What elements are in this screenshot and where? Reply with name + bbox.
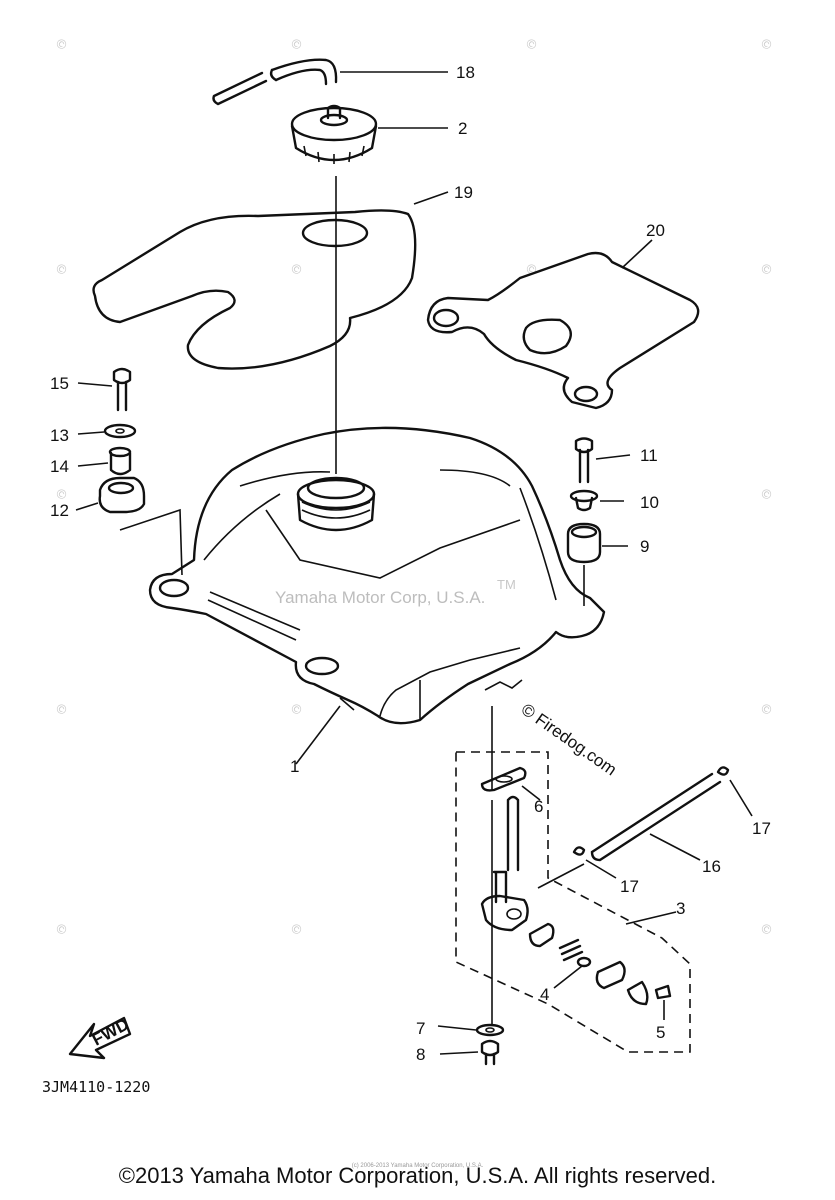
watermark-site: © Firedog.com [518,700,620,780]
callout-19: 19 [454,183,473,202]
callout-10: 10 [640,493,659,512]
fuel-cock-assembly-box [455,751,691,1053]
callout-13: 13 [50,426,69,445]
diagram-code: 3JM4110-1220 [42,1078,150,1096]
svg-text:©: © [288,700,305,718]
part-7-washer [437,1023,505,1037]
part-6-cock-gasket [480,766,541,801]
callout-12: 12 [50,501,69,520]
svg-text:©: © [523,35,540,53]
part-14-collar [77,446,132,476]
fwd-direction-arrow: FWD [68,1015,132,1060]
svg-text:©: © [53,35,70,53]
svg-text:©: © [288,35,305,53]
svg-text:©: © [288,920,305,938]
part-15-bolt [77,367,132,412]
callout-5: 5 [656,1023,665,1042]
callout-3: 3 [676,899,685,918]
svg-text:©: © [288,260,305,278]
svg-text:©: © [758,35,775,53]
part-11-bolt [574,437,631,484]
copyright-footer: ©2013 Yamaha Motor Corporation, U.S.A. A… [118,1163,717,1188]
leader-3 [625,911,677,925]
callout-17-lower: 17 [620,877,639,896]
part-10-collar [569,489,624,512]
svg-text:©: © [53,920,70,938]
svg-text:©: © [53,260,70,278]
svg-text:©: © [758,700,775,718]
part-18-breather-hose [212,58,448,106]
callout-6: 6 [534,797,543,816]
callout-8: 8 [416,1045,425,1064]
part-2-fuel-cap [290,104,448,164]
leader-4 [553,965,583,989]
callout-14: 14 [50,457,69,476]
part-13-washer [77,423,137,439]
callout-17-upper: 17 [752,819,771,838]
svg-text:©: © [53,700,70,718]
part-20-tank-plate [426,239,700,410]
part-17-hose-clip-upper [716,766,753,817]
tiny-copyright-note: (c) 2006-2013 Yamaha Motor Corporation, … [351,1163,484,1169]
callout-4: 4 [540,985,549,1004]
svg-text:©: © [758,920,775,938]
part-3-fuel-cock [480,795,672,1006]
callout-15: 15 [50,374,69,393]
callout-20: 20 [646,221,665,240]
part-19-tank-gasket [92,191,449,370]
callout-1: 1 [290,757,299,776]
part-9-damper [566,522,628,606]
svg-text:©: © [758,260,775,278]
part-1-fuel-tank [148,426,606,765]
svg-text:©: © [758,485,775,503]
callout-11: 11 [640,446,658,465]
callout-9: 9 [640,537,649,556]
callout-2: 2 [458,119,467,138]
watermark-center: Yamaha Motor Corp, U.S.A. [275,588,485,607]
part-8-drain-bolt [439,1039,500,1066]
callout-labels: 1 2 3 4 5 6 7 8 9 10 11 12 13 14 15 16 1… [50,63,771,1064]
part-12-damper [75,476,183,576]
part-17-hose-clip-lower [572,846,617,879]
callout-18: 18 [456,63,475,82]
part-16-fuel-hose [590,772,722,862]
watermark-tm: TM [497,577,516,592]
callout-16: 16 [702,857,721,876]
callout-7: 7 [416,1019,425,1038]
